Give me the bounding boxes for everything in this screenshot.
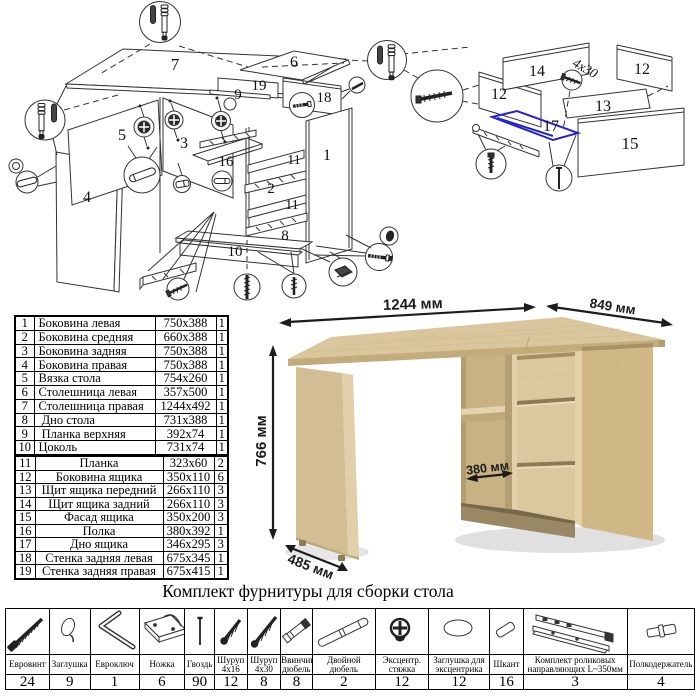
svg-text:19: 19 (252, 78, 267, 94)
svg-text:12: 12 (634, 61, 650, 78)
svg-text:766 мм: 766 мм (253, 415, 270, 466)
svg-text:13: 13 (595, 98, 611, 115)
svg-text:7: 7 (171, 55, 180, 74)
svg-text:11: 11 (287, 153, 300, 168)
svg-text:1: 1 (323, 147, 331, 164)
svg-text:16: 16 (219, 154, 235, 170)
svg-text:8: 8 (281, 228, 289, 244)
svg-text:10: 10 (228, 244, 243, 260)
svg-text:3: 3 (180, 135, 188, 152)
svg-text:14: 14 (529, 63, 545, 80)
svg-text:2: 2 (267, 181, 275, 197)
svg-text:5: 5 (118, 127, 126, 144)
svg-text:1244 мм: 1244 мм (383, 295, 443, 314)
svg-text:6: 6 (290, 54, 298, 71)
svg-text:18: 18 (317, 90, 332, 106)
svg-text:12: 12 (491, 86, 507, 103)
svg-text:17: 17 (543, 118, 559, 135)
svg-text:11: 11 (285, 198, 298, 213)
svg-text:849 мм: 849 мм (589, 296, 637, 318)
svg-text:4: 4 (83, 189, 91, 206)
svg-text:15: 15 (622, 134, 639, 153)
svg-text:9: 9 (234, 87, 242, 103)
svg-text:380 мм: 380 мм (465, 458, 509, 477)
